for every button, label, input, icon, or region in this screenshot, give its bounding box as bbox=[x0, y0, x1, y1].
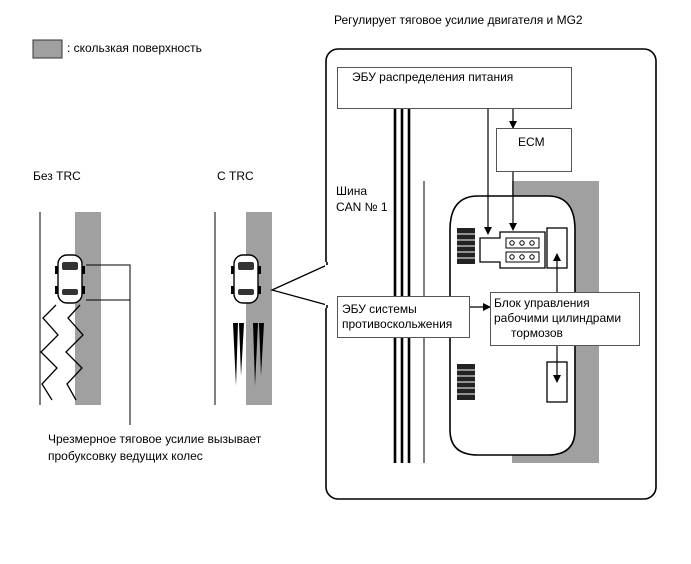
callout-wedge bbox=[270, 264, 328, 306]
skid-ecu-label-2: противоскольжения bbox=[342, 317, 453, 331]
skid-marks-right bbox=[65, 304, 84, 401]
motor-unit-icon bbox=[479, 231, 546, 269]
traction-mark bbox=[259, 323, 264, 376]
slippery-strip bbox=[75, 212, 101, 405]
with-trc-label: С TRC bbox=[217, 169, 254, 183]
page-title: Регулирует тяговое усилие двигателя и MG… bbox=[334, 13, 583, 27]
ecm-label: ECM bbox=[518, 135, 545, 149]
scene-without-trc bbox=[39, 212, 131, 425]
can-bus-label-2: CAN № 1 bbox=[336, 200, 388, 214]
can-bus-lines bbox=[393, 109, 411, 463]
brake-actuator-label-2: рабочими цилиндрами bbox=[494, 311, 622, 325]
car-icon bbox=[55, 254, 85, 304]
skid-control-ecu-box: ЭБУ системы противоскольжения bbox=[337, 296, 470, 338]
skid-ecu-label-1: ЭБУ системы bbox=[342, 302, 417, 316]
legend-label: : скользкая поверхность bbox=[67, 41, 202, 55]
signal-lines bbox=[470, 109, 561, 383]
note-line-1: Чрезмерное тяговое усилие вызывает bbox=[48, 432, 262, 446]
traction-mark bbox=[253, 323, 258, 386]
scene-with-trc bbox=[214, 212, 272, 405]
power-ecu-label: ЭБУ распределения питания bbox=[352, 70, 514, 84]
ecm-box: ECM bbox=[496, 128, 572, 172]
skid-marks-left bbox=[40, 304, 59, 401]
note-pointer bbox=[86, 264, 131, 425]
brake-actuator-label-1: Блок управления bbox=[494, 296, 590, 310]
car-icon bbox=[231, 254, 261, 304]
without-trc-label: Без TRC bbox=[33, 169, 81, 183]
can-bus-label-1: Шина bbox=[336, 184, 368, 198]
traction-mark bbox=[233, 323, 238, 386]
note-line-2: пробуксовку ведущих колес bbox=[48, 449, 203, 463]
brake-actuator-label-3: тормозов bbox=[511, 326, 563, 340]
traction-mark bbox=[239, 323, 244, 376]
slippery-strip bbox=[246, 212, 272, 405]
power-ecu-box: ЭБУ распределения питания bbox=[337, 67, 572, 109]
legend-swatch bbox=[32, 39, 63, 59]
brake-actuator-box: Блок управления рабочими цилиндрами торм… bbox=[490, 292, 640, 346]
